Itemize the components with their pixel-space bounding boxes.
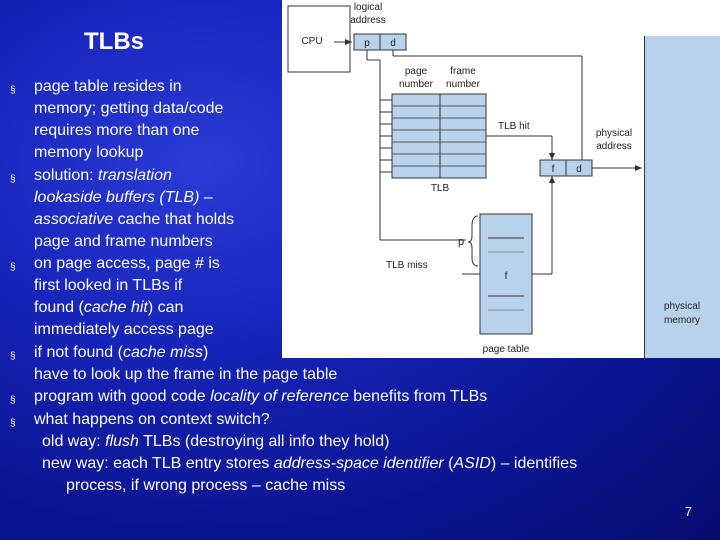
- page-table-label: page table: [483, 344, 530, 355]
- bullet-line: associative cache that holds: [34, 209, 234, 231]
- bullet-marker-icon: §: [10, 417, 16, 429]
- bullet-text: locality of reference: [210, 388, 349, 405]
- sub-text: ) – identifies: [490, 455, 578, 472]
- bullet-text: translation: [98, 166, 172, 184]
- logical-d-label: d: [390, 38, 396, 49]
- bullet-text: benefits from TLBs: [348, 388, 488, 405]
- frame-number-label-2: number: [446, 79, 481, 90]
- logical-address-label-2: address: [350, 15, 386, 26]
- bullet-text: page table resides in: [34, 78, 182, 95]
- physical-d-label: d: [576, 164, 582, 175]
- bullet-line: requires more than one: [34, 120, 199, 142]
- bullet-line: page and frame numbers: [34, 231, 213, 253]
- bullet-marker-icon: §: [10, 173, 16, 185]
- bullet-text: page and frame numbers: [34, 232, 213, 250]
- sub-text: TLBs (destroying all info they hold): [138, 433, 390, 450]
- sub-text: address-space identifier: [273, 455, 444, 472]
- bullet-text: what happens on context switch?: [34, 410, 270, 428]
- bullet-line: if not found (cache miss): [34, 342, 208, 364]
- logical-p-label: p: [364, 38, 370, 49]
- tlb-hit-label: TLB hit: [498, 121, 530, 132]
- context-switch-line: process, if wrong process – cache miss: [66, 475, 345, 497]
- bullet-text: found (: [34, 299, 84, 316]
- bullet-text: lookaside buffers (TLB): [34, 188, 200, 206]
- sub-text: (: [443, 455, 454, 472]
- bullet-text: have to look up the frame in the page ta…: [34, 365, 338, 383]
- bullet-text: memory lookup: [34, 144, 144, 161]
- page-number-label-2: number: [399, 79, 434, 90]
- sub-text: process, if wrong process – cache miss: [66, 477, 346, 494]
- bullet-text: cache miss: [122, 343, 203, 361]
- logical-address-label-1: logical: [354, 2, 382, 13]
- physical-memory-text: physical memory: [663, 301, 701, 326]
- pagetable-p-label: p: [458, 236, 464, 248]
- slide-title: TLBs: [84, 28, 144, 55]
- bullet-text: ) can: [147, 299, 184, 316]
- bullet-line: first looked in TLBs if: [34, 275, 182, 297]
- bullet-line: have to look up the frame in the page ta…: [34, 364, 337, 386]
- bullet-line: page table resides in: [34, 76, 182, 98]
- bullet-marker-icon: §: [10, 85, 16, 96]
- bullet-line: memory lookup: [34, 142, 143, 164]
- bullet-line: memory; getting data/code: [34, 98, 223, 120]
- physical-address-label-1: physical: [596, 128, 632, 139]
- tlb-label: TLB: [431, 183, 450, 194]
- page-number-label-1: page: [405, 66, 428, 77]
- context-switch-line: old way: flush TLBs (destroying all info…: [42, 431, 389, 453]
- bullet-text: associative: [34, 210, 114, 228]
- bullet-text: cache that holds: [113, 210, 235, 228]
- bullet-text: memory; getting data/code: [34, 100, 224, 117]
- sub-text: old way:: [42, 433, 106, 450]
- bullet-line: program with good code locality of refer…: [34, 386, 487, 408]
- bullet-text: cache hit: [83, 299, 148, 316]
- bullet-line: on page access, page # is: [34, 253, 220, 275]
- bullet-text: immediately access page: [34, 321, 214, 338]
- bullet-text: requires more than one: [34, 122, 200, 139]
- bullet-text: on page access, page # is: [34, 255, 220, 272]
- page-table-box: [479, 213, 533, 335]
- pagetable-f-label: f: [505, 271, 508, 282]
- bullet-text: program with good code: [34, 388, 211, 405]
- page-number: 7: [684, 504, 692, 519]
- bullet-line: immediately access page: [34, 319, 214, 341]
- bullet-line: lookaside buffers (TLB) –: [34, 187, 213, 209]
- bullet-text: first looked in TLBs if: [34, 277, 183, 294]
- pagetable-brace: [467, 215, 479, 267]
- bullet-line: what happens on context switch?: [34, 409, 270, 431]
- bullet-marker-icon: §: [10, 395, 16, 406]
- context-switch-line: new way: each TLB entry stores address-s…: [42, 453, 577, 475]
- bullet-text: if not found (: [34, 343, 123, 361]
- bullet-text: ): [202, 343, 209, 361]
- bullet-text: solution:: [34, 166, 99, 184]
- cpu-label: CPU: [301, 36, 322, 47]
- tlb-table: [391, 93, 487, 179]
- physical-memory-box: [644, 36, 720, 358]
- bullet-marker-icon: §: [10, 262, 16, 273]
- physical-f-label: f: [552, 164, 555, 175]
- bullet-line: solution: translation: [34, 165, 172, 187]
- frame-number-label-1: frame: [450, 66, 476, 77]
- tlb-miss-label: TLB miss: [386, 260, 428, 271]
- bullet-text: –: [199, 188, 213, 206]
- sub-text: ASID: [453, 455, 491, 472]
- sub-text: new way: each TLB entry stores: [42, 455, 274, 472]
- sub-text: flush: [105, 433, 139, 450]
- physical-address-label-2: address: [596, 141, 632, 152]
- bullet-line: found (cache hit) can: [34, 297, 183, 319]
- bullet-marker-icon: §: [10, 350, 16, 362]
